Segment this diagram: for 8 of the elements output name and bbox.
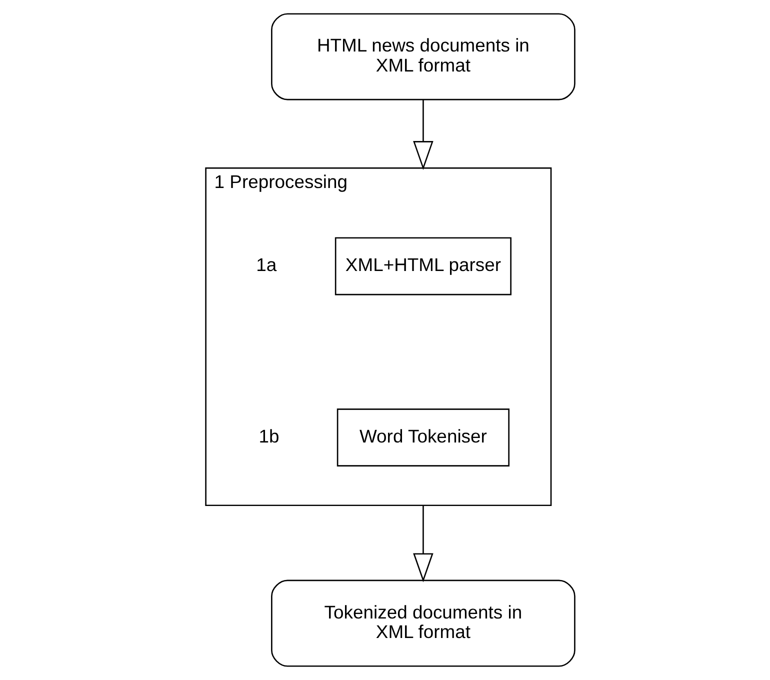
node-box: Word Tokeniser [336, 408, 510, 466]
node-box: XML+HTML parser [334, 237, 512, 296]
node-label: 1b [258, 425, 280, 446]
arrow [413, 100, 434, 170]
arrow [413, 505, 434, 582]
node-box: HTML news documents in XML format [271, 13, 576, 100]
node-label: 1a [256, 254, 277, 276]
node-box: Tokenized documents in XML format [271, 580, 576, 667]
